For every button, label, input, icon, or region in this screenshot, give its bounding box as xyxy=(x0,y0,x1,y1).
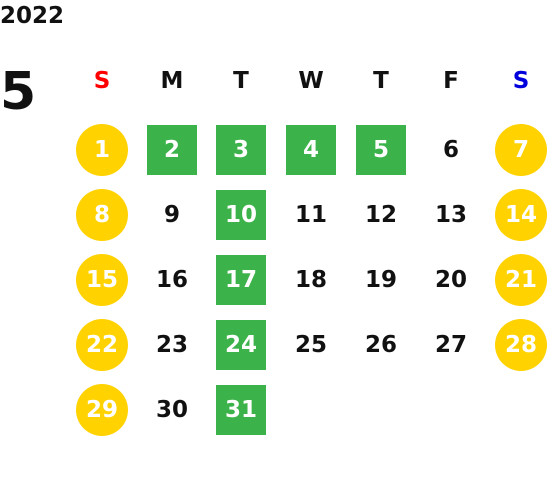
day-cell: 18 xyxy=(294,267,327,293)
weekday-monday: M xyxy=(160,68,184,94)
month-number: 5 xyxy=(0,62,37,122)
day-cell-highlighted: 24 xyxy=(216,320,266,370)
day-cell-highlighted: 3 xyxy=(216,125,266,175)
weekday-tuesday: T xyxy=(233,68,249,94)
day-cell-highlighted: 5 xyxy=(356,125,406,175)
day-cell-weekend: 1 xyxy=(76,124,128,176)
day-cell: 23 xyxy=(155,332,188,358)
day-cell: 19 xyxy=(364,267,397,293)
day-cell-weekend: 14 xyxy=(495,189,547,241)
day-cell: 9 xyxy=(163,202,180,228)
day-cell: 12 xyxy=(364,202,397,228)
day-cell: 27 xyxy=(434,332,467,358)
day-cell-weekend: 21 xyxy=(495,254,547,306)
weekday-friday: F xyxy=(443,68,459,94)
weekday-saturday: S xyxy=(512,68,530,94)
day-cell-highlighted: 10 xyxy=(216,190,266,240)
day-cell-highlighted: 4 xyxy=(286,125,336,175)
weekday-wednesday: W xyxy=(298,68,324,94)
day-cell: 6 xyxy=(442,137,459,163)
day-cell: 13 xyxy=(434,202,467,228)
day-cell-highlighted: 31 xyxy=(216,385,266,435)
day-cell-weekend: 8 xyxy=(76,189,128,241)
day-cell: 11 xyxy=(294,202,327,228)
day-cell: 25 xyxy=(294,332,327,358)
day-cell-weekend: 29 xyxy=(76,384,128,436)
day-cell-highlighted: 17 xyxy=(216,255,266,305)
weekday-sunday: S xyxy=(93,68,111,94)
day-cell: 20 xyxy=(434,267,467,293)
day-cell-weekend: 22 xyxy=(76,319,128,371)
day-cell-weekend: 7 xyxy=(495,124,547,176)
day-cell: 26 xyxy=(364,332,397,358)
day-cell-weekend: 28 xyxy=(495,319,547,371)
day-cell-weekend: 15 xyxy=(76,254,128,306)
weekday-thursday: T xyxy=(373,68,389,94)
day-cell: 16 xyxy=(155,267,188,293)
day-cell-highlighted: 2 xyxy=(147,125,197,175)
day-cell: 30 xyxy=(155,397,188,423)
year-label: 2022 xyxy=(0,3,65,29)
